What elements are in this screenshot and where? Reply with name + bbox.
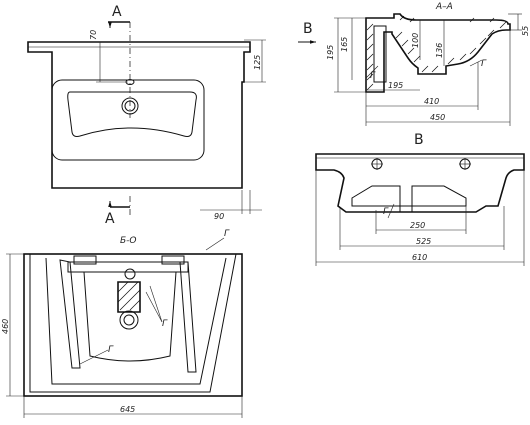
bottom-view-hatch	[117, 281, 141, 311]
callout-g-mid-leader-2	[149, 285, 163, 323]
bottom-view-title: Б-О	[120, 236, 137, 246]
view-b-callout: Г	[383, 207, 389, 217]
view-b: B Г 250 525 610	[315, 132, 525, 266]
bottom-view-left-wall	[29, 253, 237, 393]
view-b-callout-leader	[387, 203, 395, 219]
callout-g-bottom-leader	[79, 349, 109, 365]
view-b-marker: B	[303, 21, 313, 37]
bottom-view-drain-inner	[123, 314, 135, 326]
dim-645-text: 645	[120, 405, 135, 414]
dim-70-text: 70	[89, 30, 98, 40]
bottom-view-inner-frame	[45, 257, 227, 385]
dim-525-text: 525	[416, 237, 431, 246]
bottom-view: Б-О Г Г Г	[1, 229, 243, 418]
callout-g-mid-leader-1	[145, 291, 163, 323]
dim-125-text: 125	[253, 55, 262, 70]
section-aa-view: A–A B	[298, 2, 530, 126]
section-aa-outline	[365, 13, 511, 93]
dim-90-text: 90	[214, 212, 224, 221]
top-view-outline	[27, 41, 251, 189]
bottom-view-outline	[23, 253, 243, 397]
dim-450-text: 450	[430, 113, 445, 122]
dim-100-text: 100	[411, 33, 420, 48]
view-b-title: B	[414, 132, 424, 148]
callout-g-top: Г	[224, 229, 230, 239]
view-b-outline	[315, 153, 525, 213]
bottom-view-drain-column	[117, 281, 141, 313]
callout-g2-leader	[469, 59, 483, 67]
dim-55-text: 55	[521, 26, 530, 36]
dim-410-text: 410	[424, 97, 439, 106]
top-view: A A 70 125 90	[27, 4, 266, 227]
dim-460-text: 460	[1, 319, 10, 334]
section-a-top-label: A	[112, 4, 122, 20]
bottom-view-bracket-left	[73, 255, 97, 265]
section-a-bottom-label: A	[105, 211, 115, 227]
bottom-view-bowl	[83, 271, 177, 362]
bottom-view-right-panel	[179, 261, 197, 373]
callout-g1-leader	[365, 65, 379, 79]
callout-g-mid: Г	[162, 319, 168, 329]
dim-165-text: 165	[340, 37, 349, 52]
callout-g1: Г	[370, 71, 376, 81]
section-aa-title: A–A	[435, 2, 453, 12]
dim-195v-text: 195	[326, 45, 335, 60]
callout-g-bottom: Г	[108, 345, 114, 355]
view-b-bowl	[351, 185, 467, 213]
bottom-view-drain-outer	[119, 310, 139, 330]
dim-250-text: 250	[410, 221, 425, 230]
section-aa-inner	[373, 25, 387, 83]
dim-136-text: 136	[435, 43, 444, 58]
section-aa-hatch	[366, 15, 507, 91]
bottom-view-tap-hole	[124, 268, 136, 280]
bottom-view-bracket-right	[161, 255, 185, 265]
bottom-view-left-panel	[59, 259, 81, 369]
dim-195h-text: 195	[388, 81, 403, 90]
top-view-bowl-inner	[67, 91, 197, 137]
dim-610-text: 610	[412, 253, 427, 262]
callout-g2: Г	[481, 59, 487, 69]
callout-g-top-leader	[205, 237, 225, 251]
